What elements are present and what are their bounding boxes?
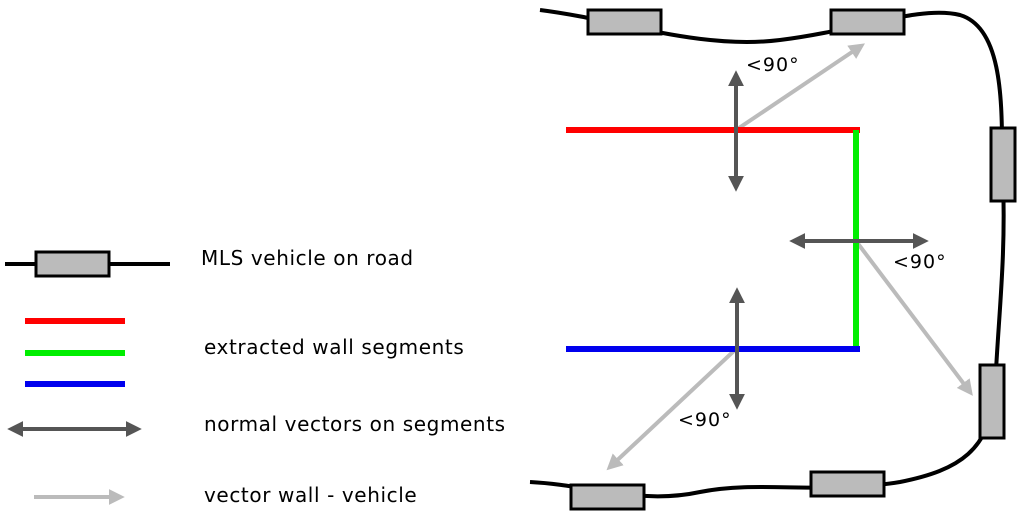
vehicle-bottom-2 [569,483,646,511]
road-path [529,8,1006,499]
vehicle-right-1 [989,126,1017,203]
vector-wall-vehicle-bottom [606,347,738,471]
angle-label-right: <90° [893,251,947,273]
legend-vehicle-sample [34,250,111,278]
legend-label-vector: vector wall - vehicle [204,483,417,507]
legend-label-normals: normal vectors on segments [204,412,506,436]
vector-wall-vehicle-right [854,239,973,396]
vehicle-bottom-1 [809,470,886,498]
legend-label-vehicle: MLS vehicle on road [201,246,414,270]
vehicle-top-1 [586,8,663,36]
vehicle-top-2 [829,8,906,36]
legend-label-walls: extracted wall segments [204,335,464,359]
vector-wall-vehicle-top [734,43,865,132]
vehicle-right-2 [978,363,1006,440]
angle-label-top: <90° [746,54,800,76]
angle-label-bottom: <90° [678,409,732,431]
